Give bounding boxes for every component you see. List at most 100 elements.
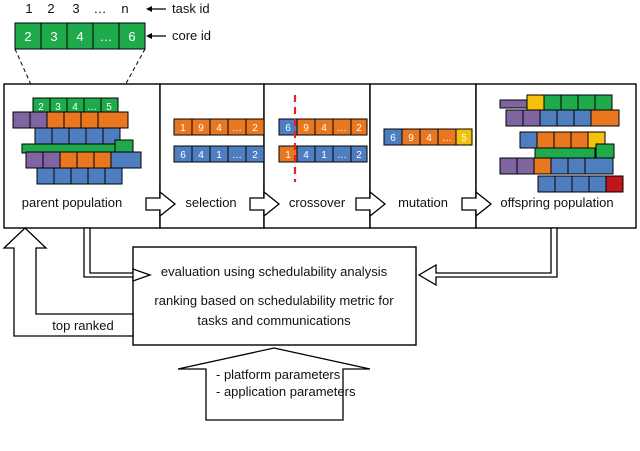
gene-cell	[543, 94, 562, 112]
core-id-3: 4	[76, 29, 83, 44]
gene-cell	[245, 145, 265, 163]
sel1-gene-2: 9	[198, 123, 204, 134]
cx2-gene-3: 1	[321, 150, 327, 161]
gene-cell	[588, 175, 607, 193]
gene-cell	[93, 151, 112, 169]
cx2-gene-5: 2	[356, 150, 362, 161]
gene-cell	[12, 111, 31, 129]
gene-cell	[505, 109, 524, 127]
gene-cell	[499, 99, 528, 109]
mutation-box	[369, 83, 477, 229]
evaluation-line-1: evaluation using schedulability analysis	[161, 264, 388, 279]
evaluation-line-3: tasks and communications	[197, 313, 351, 328]
cx1-gene-4: …	[337, 123, 347, 134]
input-line-1: - platform parameters	[216, 367, 341, 382]
gene-cell	[34, 127, 121, 145]
gene-cell	[526, 94, 545, 112]
cx1-gene-2: 9	[303, 123, 309, 134]
mut-gene-2: 9	[408, 133, 414, 144]
selection-label: selection	[185, 195, 236, 210]
task-id-1: 1	[25, 1, 32, 16]
task-id-n: n	[121, 1, 128, 16]
sel1-gene-1: 1	[180, 123, 186, 134]
crossover-chromosome-2: 1 4 1 … 2	[278, 145, 368, 163]
mut-gene-5: 5	[461, 133, 467, 144]
core-gene-5	[118, 22, 146, 50]
sel1-gene-5: 2	[252, 123, 258, 134]
gene-cell	[595, 143, 615, 159]
gene-cell	[570, 131, 589, 149]
gene-cell	[97, 111, 129, 129]
gene-cell	[36, 167, 123, 185]
parent-gene-4: …	[87, 102, 97, 113]
gene-cell	[584, 157, 614, 175]
selection-chromosome-1: 1 9 4 … 2	[173, 118, 265, 136]
sel2-gene-2: 4	[198, 150, 204, 161]
core-id-ellipsis: …	[100, 29, 113, 44]
task-id-ellipsis: …	[94, 1, 107, 16]
gene-cell	[577, 94, 596, 112]
task-id-2: 2	[47, 1, 54, 16]
parent-gene-1: 2	[38, 102, 44, 113]
gene-cell	[556, 109, 575, 127]
mutation-chromosome: 6 9 4 … 5	[383, 128, 473, 146]
arrow-parent-to-selection	[145, 190, 177, 218]
gene-cell	[605, 175, 624, 193]
parent-gene-2: 3	[55, 102, 61, 113]
core-id-1: 2	[24, 29, 31, 44]
arrow-offspring-to-evaluation	[417, 227, 558, 287]
gene-cell	[519, 131, 538, 149]
task-id-arrowhead	[146, 6, 152, 12]
top-ranked-label: top ranked	[52, 318, 113, 333]
gene-cell	[550, 157, 569, 175]
offspring-population-chromosomes	[499, 94, 624, 193]
gene-cell	[573, 109, 592, 127]
gene-cell	[533, 157, 552, 175]
gene-cell	[499, 157, 518, 175]
core-id-label: core id	[172, 28, 211, 43]
arrow-mutation-to-offspring	[461, 190, 493, 218]
core-id-last: 6	[128, 29, 135, 44]
sel2-gene-1: 6	[180, 150, 186, 161]
core-id-chromosome: 2 3 4 … 6 core id	[14, 22, 211, 50]
gene-cell	[516, 157, 535, 175]
mut-gene-3: 4	[426, 133, 432, 144]
gene-cell	[80, 111, 99, 129]
gene-cell	[350, 118, 368, 136]
crossover-chromosome-1: 6 9 4 … 2	[278, 118, 368, 136]
mut-gene-4: …	[442, 133, 452, 144]
selection-chromosome-2: 6 4 1 … 2	[173, 145, 265, 163]
gene-cell	[560, 94, 579, 112]
gene-cell	[537, 175, 556, 193]
parent-population-chromosomes: 2 3 4 … 5	[12, 97, 142, 185]
mut-gene-1: 6	[390, 133, 396, 144]
parent-gene-5: 5	[106, 102, 112, 113]
gene-cell	[553, 131, 572, 149]
offspring-population-label: offspring population	[500, 195, 613, 210]
arrow-parent-to-evaluation	[83, 227, 152, 282]
task-id-row: 1 2 3 … n task id	[25, 1, 209, 16]
gene-cell	[567, 157, 586, 175]
task-id-label: task id	[172, 1, 210, 16]
evaluation-line-2: ranking based on schedulability metric f…	[154, 293, 394, 308]
cx1-gene-1: 6	[285, 123, 291, 134]
gene-cell	[571, 175, 590, 193]
arrow-input-parameters	[177, 347, 371, 421]
evaluation-box	[132, 246, 417, 346]
sel1-gene-3: 4	[216, 123, 222, 134]
parent-gene-3: 4	[72, 102, 78, 113]
parent-population-label: parent population	[22, 195, 122, 210]
gene-cell	[350, 145, 368, 163]
cx2-gene-4: …	[337, 150, 347, 161]
input-line-2: - application parameters	[216, 384, 356, 399]
core-gene-3	[66, 22, 94, 50]
gene-cell	[539, 109, 558, 127]
gene-cell	[594, 94, 613, 112]
sel2-gene-3: 1	[216, 150, 222, 161]
cx2-gene-2: 4	[303, 150, 309, 161]
zoom-line-right	[117, 48, 146, 99]
sel1-gene-4: …	[232, 123, 242, 134]
sel2-gene-5: 2	[252, 150, 258, 161]
gene-cell	[245, 118, 265, 136]
